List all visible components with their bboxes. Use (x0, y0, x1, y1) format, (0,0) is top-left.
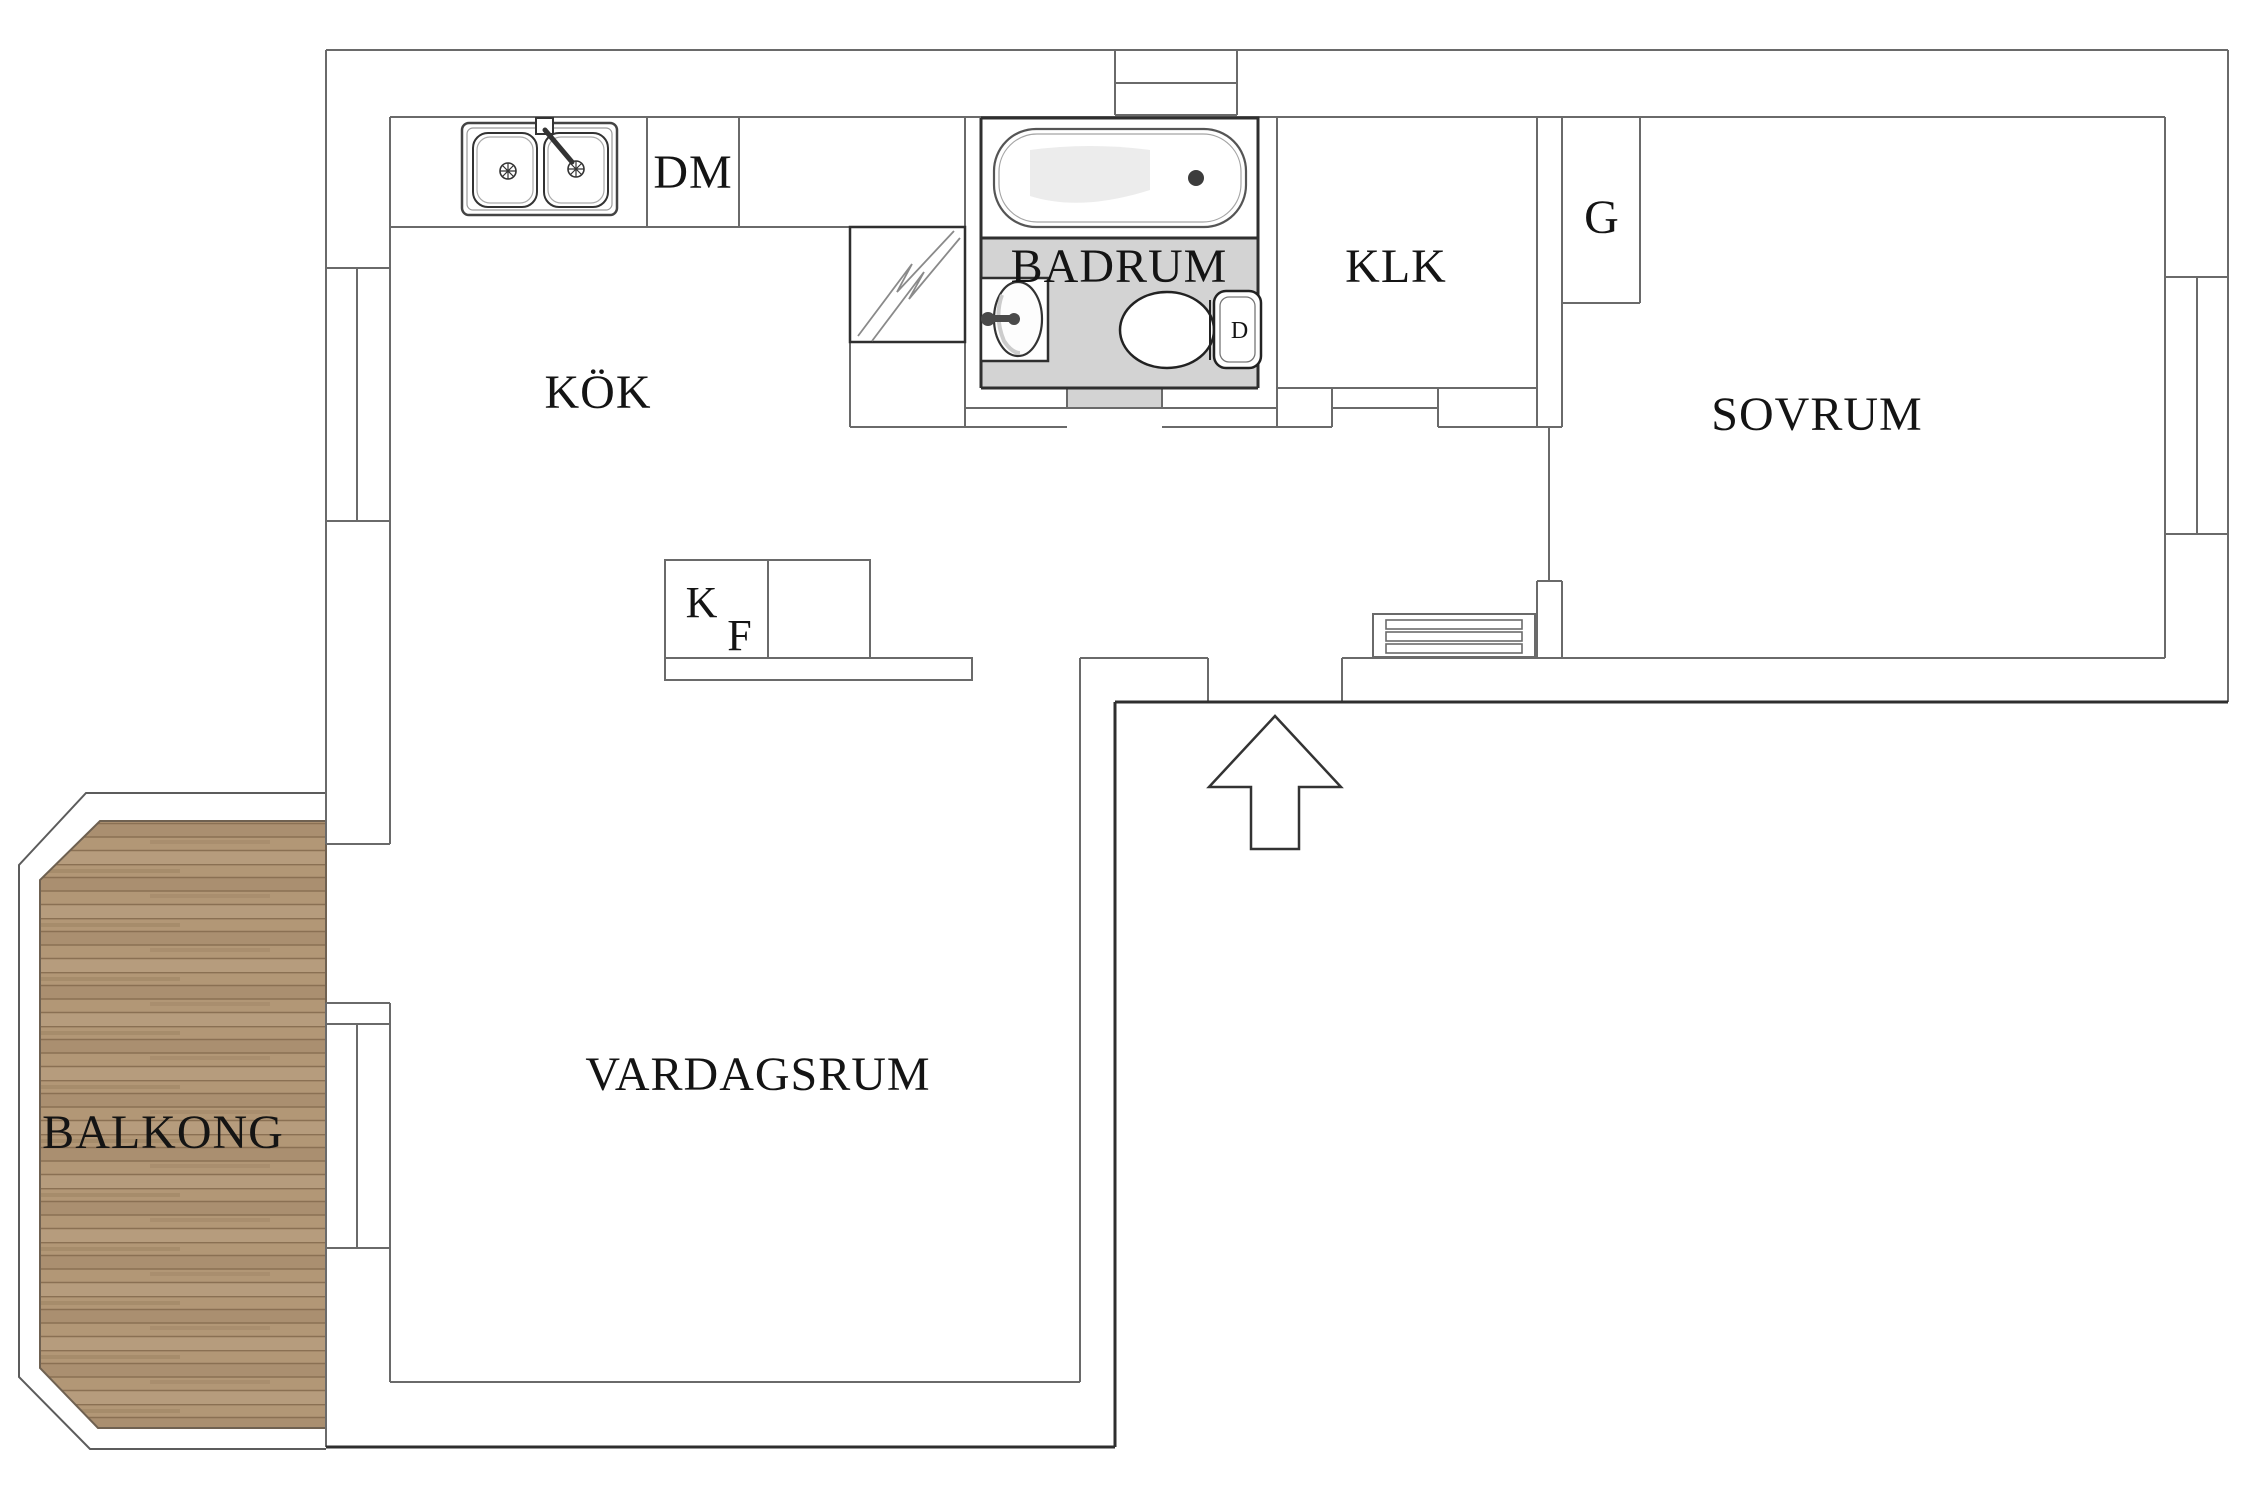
bathroom: D BADRUM (979, 120, 1263, 370)
badrum-label: BADRUM (1011, 240, 1228, 293)
kok-label: KÖK (545, 366, 652, 419)
garderob-label: G (1584, 191, 1620, 244)
fridge-label: K (686, 578, 719, 627)
freezer-label: F (727, 611, 752, 660)
entry-arrow-icon (1206, 714, 1344, 851)
kitchen-sink-icon (460, 117, 619, 217)
washbasin-icon (979, 276, 1050, 363)
electrical-cabinet (848, 225, 967, 344)
balcony: BALKONG (18, 792, 327, 1450)
bathroom-outline (979, 116, 1260, 390)
bathtub-icon (983, 120, 1256, 236)
dishwasher-label: DM (653, 146, 732, 199)
sovrum-label: SOVRUM (1711, 388, 1922, 441)
toilet-icon: D (1118, 289, 1263, 370)
kitchen: DM KÖK (460, 117, 732, 419)
toilet-flush-label: D (1231, 318, 1249, 344)
vardagsrum-label: VARDAGSRUM (585, 1048, 930, 1101)
electrical-bolt-icon (857, 230, 961, 342)
balcony-label: BALKONG (42, 1106, 284, 1159)
exterior-dark-lines (326, 700, 2228, 1449)
wall-lines (325, 49, 2229, 1447)
fridge-freezer-unit: K F (664, 559, 973, 681)
balcony-railing (18, 792, 326, 1450)
klk-label: KLK (1345, 240, 1447, 293)
radiator-icon (1372, 613, 1536, 658)
